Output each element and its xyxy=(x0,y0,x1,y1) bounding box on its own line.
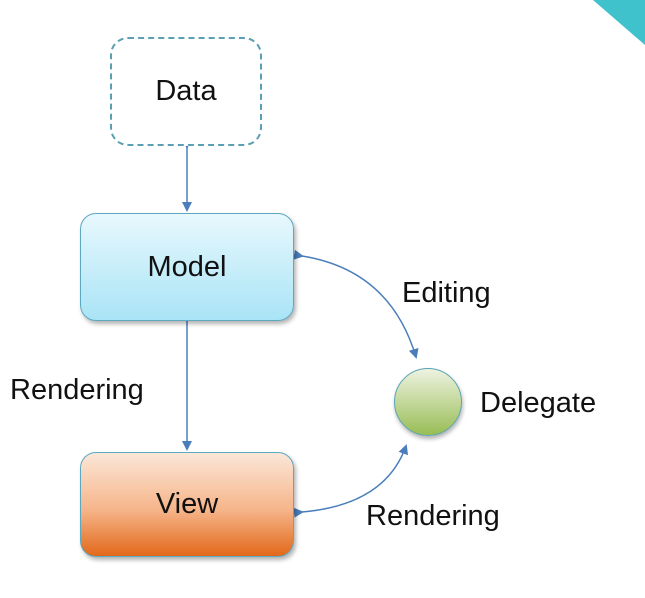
delegate-label: Delegate xyxy=(480,387,597,419)
model-node: Model xyxy=(80,213,294,321)
view-label: View xyxy=(155,488,219,520)
data-node: Data xyxy=(110,37,262,146)
model-label: Model xyxy=(147,250,227,283)
model-delegate-arrow xyxy=(293,249,419,359)
view-node: View xyxy=(80,452,294,557)
data-label: Data xyxy=(155,75,217,107)
delegate-node xyxy=(394,368,462,436)
model-view-edge-label: Rendering xyxy=(10,374,144,406)
editing-edge-label: Editing xyxy=(402,277,491,309)
corner-accent xyxy=(593,0,645,45)
view-delegate-edge-label: Rendering xyxy=(366,500,500,532)
view-delegate-arrow xyxy=(293,444,409,518)
